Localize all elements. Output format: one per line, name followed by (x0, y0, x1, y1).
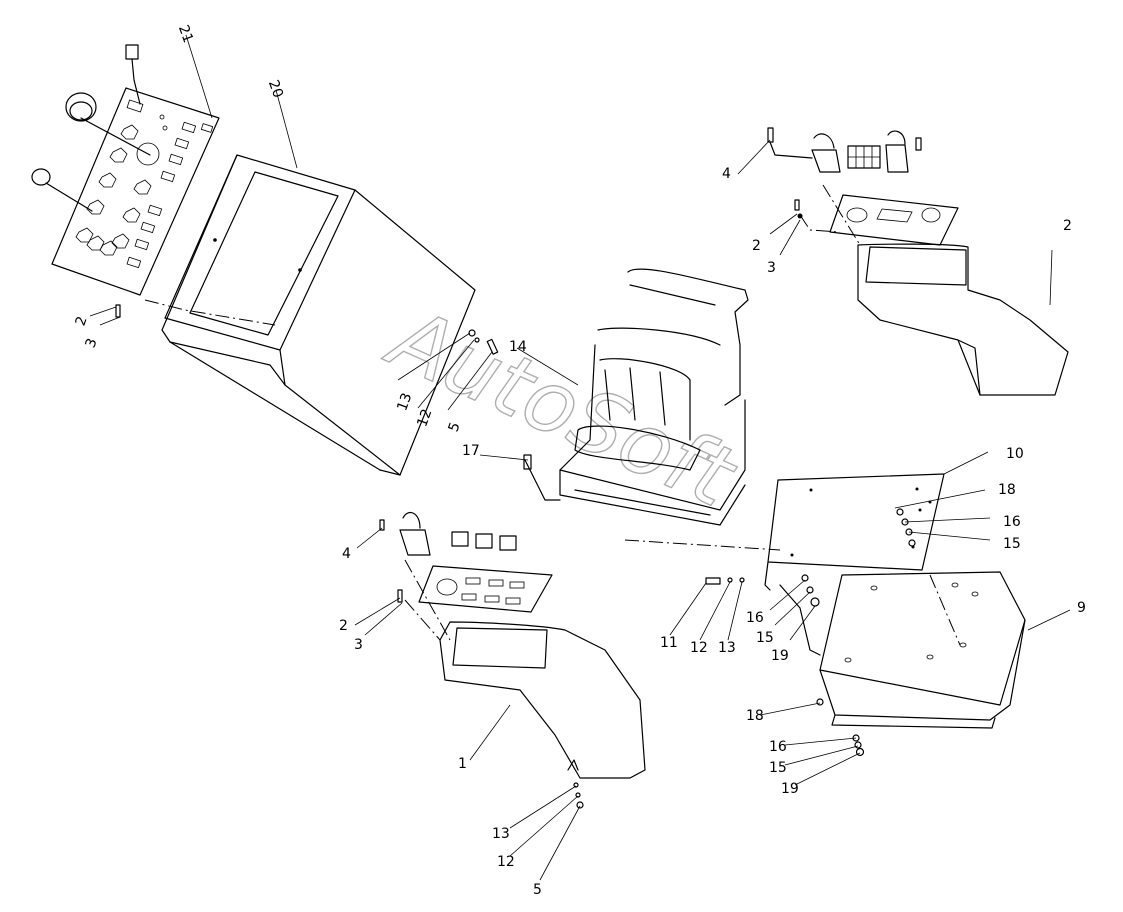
callout-3-left: 3 (83, 336, 101, 350)
callout-16-mid: 16 (746, 610, 764, 626)
console-right-upper-2 (767, 127, 1069, 396)
callout-16-upper: 16 (1003, 514, 1021, 530)
callout-17: 17 (462, 443, 480, 459)
callout-19-lower: 19 (781, 781, 799, 797)
box-9 (705, 571, 1026, 757)
callout-2-upper-right: 2 (752, 238, 761, 254)
callout-4-lower: 4 (342, 546, 351, 562)
console-housing-20 (144, 154, 476, 476)
callout-1: 1 (458, 756, 467, 772)
switch-panel-21 (31, 44, 220, 296)
callout-11: 11 (660, 635, 678, 651)
leader-lines (89, 34, 1071, 881)
callout-2-right: 2 (1063, 218, 1072, 234)
callout-18-upper: 18 (998, 482, 1016, 498)
callout-19-mid: 19 (771, 648, 789, 664)
top-plate-10 (624, 473, 961, 646)
callout-13-lower: 13 (492, 826, 510, 842)
callout-3-lower: 3 (354, 637, 363, 653)
callout-2-left: 2 (73, 314, 91, 328)
callout-9: 9 (1077, 600, 1086, 616)
callout-3-upper-right: 3 (767, 260, 776, 276)
callout-4-upper: 4 (722, 166, 731, 182)
callout-12-lower: 12 (497, 854, 515, 870)
callout-18-lower: 18 (746, 708, 764, 724)
callout-12-upper: 12 (414, 407, 435, 429)
callout-20: 20 (265, 78, 286, 100)
watermark: AutoSoft (373, 287, 751, 527)
callout-13-mid: 13 (718, 640, 736, 656)
callout-5-upper: 5 (446, 420, 464, 434)
callout-5-lower: 5 (533, 882, 542, 898)
console-left-lower-1 (379, 511, 646, 809)
callout-10: 10 (1006, 446, 1024, 462)
callout-15-lower: 15 (769, 760, 787, 776)
callout-2-lower: 2 (339, 618, 348, 634)
operator-seat-14 (524, 268, 749, 526)
callout-21: 21 (175, 23, 196, 45)
callout-13-upper: 13 (394, 391, 415, 413)
callout-labels: 21 20 2 3 13 12 5 14 17 4 2 3 2 10 18 16… (73, 23, 1086, 898)
bolts-console-20 (115, 304, 532, 470)
callout-15-upper: 15 (1003, 536, 1021, 552)
callout-14: 14 (509, 339, 527, 355)
callout-15-mid: 15 (756, 630, 774, 646)
callout-16-lower: 16 (769, 739, 787, 755)
callout-12-mid: 12 (690, 640, 708, 656)
